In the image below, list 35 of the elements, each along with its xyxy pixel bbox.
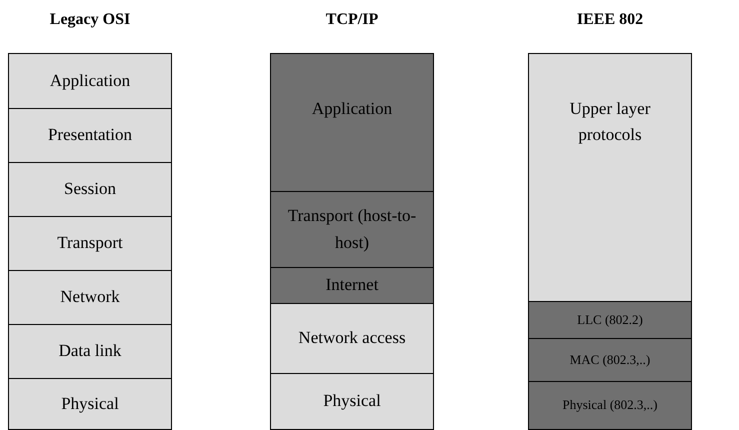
layer-box (9, 108, 171, 162)
layer-box (9, 54, 171, 108)
layer-label: Application (312, 98, 392, 120)
layer-label: Transport (57, 232, 123, 254)
layer-label: Upper layer protocols (568, 98, 652, 146)
layer-label: Physical (61, 392, 119, 415)
layer-label: LLC (802.2) (577, 310, 643, 329)
layer-box (529, 54, 691, 301)
column-heading: TCP/IP (326, 10, 378, 30)
layer-label: Physical (323, 390, 381, 412)
layer-label: Transport (host-to-host) (286, 205, 418, 254)
layer-box (9, 378, 171, 429)
layer-box (271, 54, 433, 191)
layer-label: Network (60, 286, 120, 308)
column-heading: Legacy OSI (50, 10, 130, 30)
layer-label: Presentation (48, 124, 132, 146)
layer-box (9, 270, 171, 324)
layer-label: Network access (298, 327, 406, 350)
layer-box (271, 373, 433, 429)
layer-label: MAC (802.3,..) (570, 350, 650, 369)
layer-label: Physical (802.3,..) (562, 396, 658, 414)
layer-label: Application (50, 70, 130, 92)
layer-box (9, 216, 171, 270)
layer-box (9, 324, 171, 378)
layer-label: Internet (326, 274, 378, 296)
layer-box (529, 338, 691, 381)
layer-box (529, 301, 691, 338)
layer-label: Session (64, 178, 116, 200)
layer-box (271, 303, 433, 373)
layer-box (271, 191, 433, 267)
column-heading: IEEE 802 (576, 10, 644, 30)
layer-box (271, 267, 433, 303)
layer-box (529, 381, 691, 429)
layer-label: Data link (58, 340, 122, 362)
layer-box (9, 162, 171, 216)
